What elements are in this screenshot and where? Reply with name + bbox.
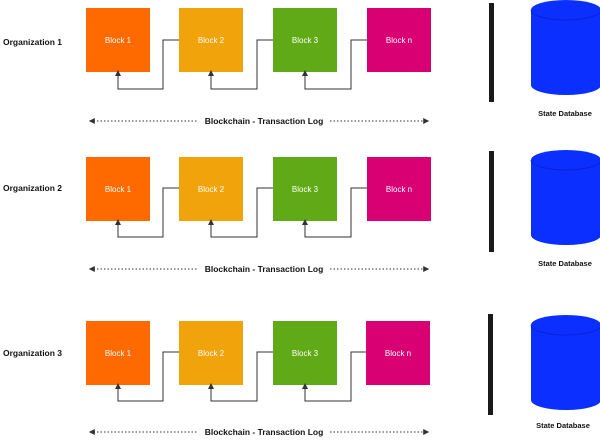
link-arrow [208,39,273,90]
block-label: Block 1 [105,349,132,358]
block-label: Block 2 [198,36,225,45]
block-label: Block 1 [105,36,132,45]
organization-label: Organization 2 [3,183,62,193]
block-3[interactable] [273,157,337,221]
block-label: Block 3 [292,185,319,194]
organization-label: Organization 3 [3,348,62,358]
block-label: Block 2 [198,349,225,358]
link-arrow [302,187,367,238]
block-label: Block 1 [105,185,132,194]
link-arrow [115,187,179,238]
block-label: Block n [385,349,411,358]
state-database-label: State Database [536,421,590,430]
block-label: Block 3 [292,36,319,45]
link-arrow [302,351,366,402]
block-label: Block 2 [198,185,225,194]
block-1[interactable] [86,157,150,221]
block-n[interactable] [367,8,431,72]
block-3[interactable] [273,321,337,385]
state-database[interactable] [530,315,600,410]
block-2[interactable] [179,8,243,72]
organization-row-2: Organization 2 Block 1 Block 2 Block 3 B… [3,150,600,274]
organization-row-1: Organization 1 Block 1 Block 2 Block 3 B… [3,0,600,126]
block-label: Block 3 [292,349,319,358]
block-2[interactable] [179,157,243,221]
separator-bar [489,3,494,102]
block-label: Block n [386,36,412,45]
state-database-label: State Database [538,109,592,118]
transaction-log-label: Blockchain - Transaction Log [205,264,324,274]
separator-bar [488,314,493,415]
block-n[interactable] [366,321,430,385]
link-arrow [208,187,273,238]
separator-bar [489,151,494,252]
state-database-label: State Database [538,259,592,268]
state-database[interactable] [530,0,600,95]
block-2[interactable] [179,321,243,385]
organization-row-3: Organization 3 Block 1 Block 2 Block 3 B… [3,314,600,437]
block-3[interactable] [273,8,337,72]
link-arrow [302,39,367,90]
transaction-log-label: Blockchain - Transaction Log [205,427,324,437]
block-1[interactable] [86,8,150,72]
link-arrow [208,351,273,402]
organization-label: Organization 1 [3,37,62,47]
link-arrow [115,39,179,90]
block-1[interactable] [86,321,150,385]
link-arrow [115,351,179,402]
block-n[interactable] [367,157,431,221]
transaction-log-label: Blockchain - Transaction Log [205,116,324,126]
block-label: Block n [386,185,412,194]
state-database[interactable] [530,150,600,245]
